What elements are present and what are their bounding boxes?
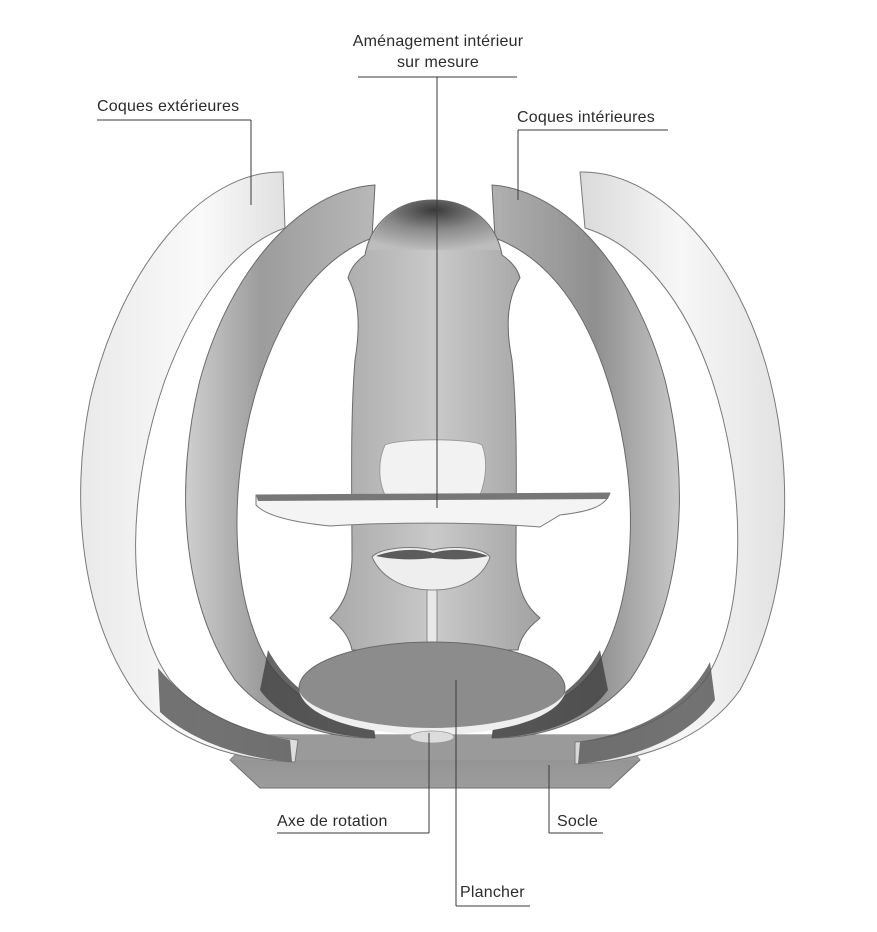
plancher-floor <box>298 641 566 744</box>
desk-shelf <box>255 492 611 528</box>
label-amenagement-line2: sur mesure <box>396 54 480 71</box>
socle-base <box>229 734 641 789</box>
label-socle: Socle <box>557 813 599 830</box>
label-coques-interieures: Coques intérieures <box>517 109 655 126</box>
label-coques-exterieures: Coques extérieures <box>97 98 240 115</box>
outer-shell-right <box>574 171 786 765</box>
leader-lines <box>97 76 668 907</box>
outer-shell-left <box>80 171 299 763</box>
label-axe-de-rotation: Axe de rotation <box>277 813 388 830</box>
interior-module <box>329 199 541 651</box>
label-amenagement-line1: Aménagement intérieur <box>352 33 524 50</box>
seat <box>371 547 491 646</box>
label-plancher: Plancher <box>460 884 525 901</box>
